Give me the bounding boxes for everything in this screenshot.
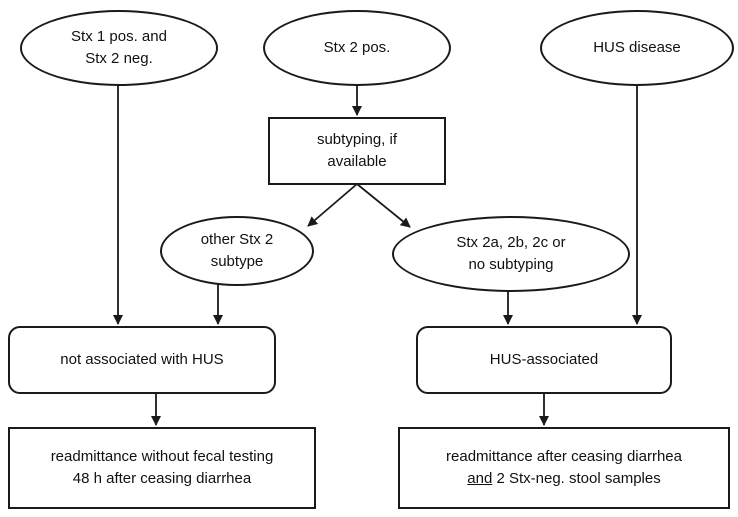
and-underlined: and [467, 470, 493, 487]
readmit-after-line-1: readmittance after ceasing diarrhea [446, 448, 682, 465]
readmit-after-line-2: and 2 Stx-neg. stool samples [467, 468, 660, 490]
node-stx2a-2b-2c-or-no-subtyping: Stx 2a, 2b, 2c or no subtyping [392, 216, 630, 292]
arrow-subtyping-to-stx2abc [356, 183, 411, 228]
node-hus-associated: HUS-associated [416, 326, 672, 394]
node-stx1-pos-stx2-neg: Stx 1 pos. and Stx 2 neg. [20, 10, 218, 86]
readmit-after-line-2-rest: 2 Stx-neg. stool samples [492, 470, 661, 487]
node-readmittance-after-ceasing-diarrhea: readmittance after ceasing diarrhea and … [398, 427, 730, 509]
arrow-subtyping-to-other-subtype [307, 183, 358, 227]
node-readmittance-without-fecal-testing: readmittance without fecal testing 48 h … [8, 427, 316, 509]
node-stx2-pos: Stx 2 pos. [263, 10, 451, 86]
node-other-stx2-subtype: other Stx 2 subtype [160, 216, 314, 286]
node-hus-disease: HUS disease [540, 10, 734, 86]
node-subtyping: subtyping, if available [268, 117, 446, 185]
node-not-associated-with-hus: not associated with HUS [8, 326, 276, 394]
